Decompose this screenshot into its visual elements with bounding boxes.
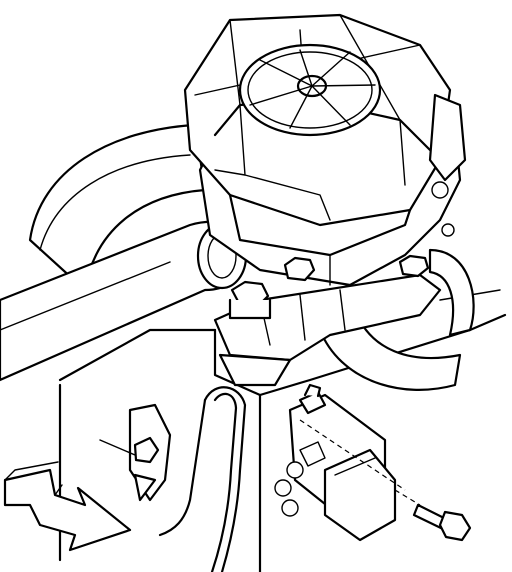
- solenoid-retaining-bolt: [394, 489, 472, 542]
- pump-filter-fan: [238, 43, 382, 137]
- mounting-bracket: [213, 273, 442, 387]
- mounting-bolt: [228, 254, 430, 320]
- solenoid-valve: [274, 383, 406, 542]
- wiring-harness: [99, 386, 247, 572]
- front-direction-arrow: [3, 461, 132, 552]
